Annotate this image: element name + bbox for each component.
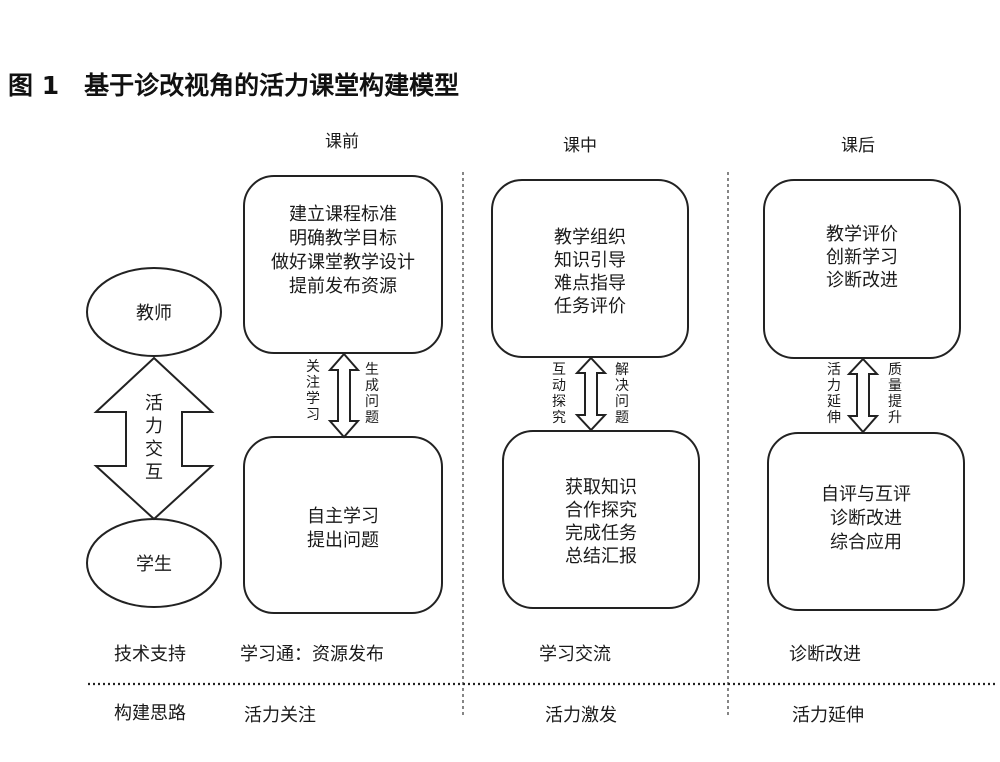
post-link-left-1: 活 [827, 362, 841, 378]
mid-bottom-line-1: 获取知识 [565, 477, 637, 498]
pre-bottom-line-1: 自主学习 [307, 506, 379, 527]
post-top-line-2: 创新学习 [826, 247, 898, 268]
pre-link-right-4: 题 [365, 410, 379, 426]
tech-support-post: 诊断改进 [789, 644, 861, 665]
figure-title: 图 1 基于诊改视角的活力课堂构建模型 [8, 71, 459, 100]
tech-support-pre: 学习通：资源发布 [240, 644, 384, 665]
post-link-arrow [846, 357, 880, 434]
mid-top-line-3: 难点指导 [554, 273, 626, 294]
teacher-ellipse [86, 267, 222, 357]
mid-link-left-4: 究 [552, 410, 566, 426]
build-idea-label: 构建思路 [114, 703, 186, 724]
post-link-right-1: 质 [888, 362, 902, 378]
mid-link-left-2: 动 [552, 378, 566, 394]
interaction-char-2: 力 [145, 416, 163, 437]
post-top-line-3: 诊断改进 [826, 270, 898, 291]
pre-top-line-1: 建立课程标准 [289, 204, 397, 225]
post-bottom-line-2: 诊断改进 [830, 508, 902, 529]
post-link-left-2: 力 [827, 378, 841, 394]
mid-link-left-3: 探 [552, 394, 566, 410]
post-link-left-3: 延 [827, 394, 841, 410]
mid-bottom-box [502, 430, 700, 609]
post-link-right-3: 提 [888, 394, 902, 410]
build-idea-mid: 活力激发 [545, 705, 617, 726]
mid-link-right-4: 题 [615, 410, 629, 426]
pre-link-right-3: 问 [365, 394, 379, 410]
pre-link-left-3: 学 [306, 391, 320, 407]
mid-bottom-line-4: 总结汇报 [565, 546, 637, 567]
phase-post: 课后 [841, 136, 875, 156]
pre-link-left-4: 习 [306, 407, 320, 423]
pre-link-right-1: 生 [365, 362, 379, 378]
mid-link-right-2: 决 [615, 378, 629, 394]
mid-link-right-1: 解 [615, 362, 629, 378]
mid-top-line-1: 教学组织 [554, 227, 626, 248]
build-idea-pre: 活力关注 [244, 705, 316, 726]
interaction-char-4: 互 [145, 462, 163, 483]
pre-link-left-1: 关 [306, 359, 320, 375]
pre-top-line-4: 提前发布资源 [289, 276, 397, 297]
post-bottom-line-3: 综合应用 [830, 532, 902, 553]
post-bottom-box [767, 432, 965, 611]
mid-bottom-line-3: 完成任务 [565, 523, 637, 544]
pre-top-line-3: 做好课堂教学设计 [271, 252, 415, 273]
mid-link-arrow [574, 356, 608, 432]
mid-bottom-line-2: 合作探究 [565, 500, 637, 521]
interaction-double-arrow [93, 356, 215, 521]
pre-top-box [243, 175, 443, 354]
pre-top-line-2: 明确教学目标 [289, 228, 397, 249]
mid-link-left-1: 互 [552, 362, 566, 378]
tech-support-mid: 学习交流 [539, 644, 611, 665]
post-link-right-2: 量 [888, 378, 902, 394]
pre-bottom-line-2: 提出问题 [307, 530, 379, 551]
teacher-label: 教师 [136, 303, 172, 324]
pre-link-left-2: 注 [306, 375, 320, 391]
interaction-char-1: 活 [145, 393, 163, 414]
pre-link-arrow [327, 352, 361, 439]
phase-pre: 课前 [325, 132, 359, 152]
post-bottom-line-1: 自评与互评 [821, 484, 911, 505]
student-label: 学生 [136, 554, 172, 575]
post-top-line-1: 教学评价 [826, 224, 898, 245]
pre-link-right-2: 成 [365, 378, 379, 394]
mid-link-right-3: 问 [615, 394, 629, 410]
interaction-char-3: 交 [145, 439, 163, 460]
mid-top-box [491, 179, 689, 358]
tech-support-label: 技术支持 [114, 644, 186, 665]
mid-top-line-2: 知识引导 [554, 250, 626, 271]
build-idea-post: 活力延伸 [792, 705, 864, 726]
phase-mid: 课中 [563, 136, 597, 156]
post-link-right-4: 升 [888, 410, 902, 426]
post-top-box [763, 179, 961, 359]
post-link-left-4: 伸 [827, 410, 841, 426]
mid-top-line-4: 任务评价 [554, 296, 626, 317]
